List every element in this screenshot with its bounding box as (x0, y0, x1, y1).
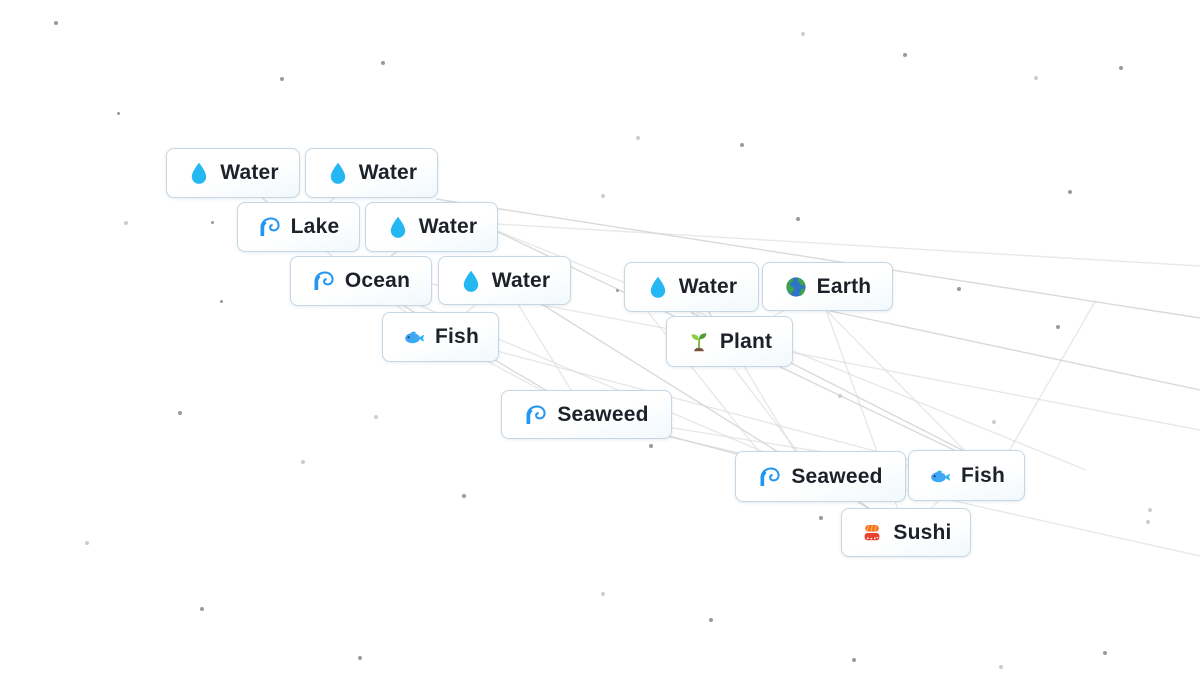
background-dot (957, 287, 961, 291)
fish-icon (928, 464, 952, 488)
droplet-icon (459, 269, 483, 293)
tile-label: Water (491, 268, 551, 292)
tile-label: Plant (719, 329, 773, 353)
background-dot (374, 415, 378, 419)
tile-label: Seaweed (557, 402, 649, 426)
tile-water-1[interactable]: Water (166, 148, 300, 198)
background-dot (280, 77, 284, 81)
tile-plant[interactable]: Plant (666, 316, 793, 367)
tile-label: Water (678, 275, 738, 298)
tile-label: Ocean (344, 269, 411, 292)
background-dot (358, 656, 362, 660)
background-dot (219, 299, 223, 303)
connection-line (825, 309, 967, 453)
background-dot (1148, 508, 1152, 512)
tile-water-5[interactable]: Water (624, 262, 759, 312)
tile-label: Fish (435, 325, 479, 348)
tile-lake[interactable]: Lake (237, 202, 360, 252)
droplet-icon (646, 275, 670, 299)
background-dot (819, 516, 823, 520)
background-dot (1056, 325, 1060, 329)
tile-seaweed-2[interactable]: Seaweed (735, 451, 906, 502)
background-dot (992, 420, 996, 424)
connection-line (497, 223, 1200, 267)
background-dot (838, 394, 842, 398)
wave-icon (258, 215, 282, 239)
tile-label: Earth (816, 274, 872, 298)
background-dot (601, 194, 605, 198)
tile-earth[interactable]: Earth (762, 262, 893, 311)
tile-seaweed-1[interactable]: Seaweed (501, 390, 672, 439)
background-dot (178, 411, 182, 415)
tile-label: Water (358, 161, 418, 184)
background-dot (999, 665, 1003, 669)
background-dot (649, 444, 653, 448)
tile-water-2[interactable]: Water (305, 148, 438, 198)
tile-fish-2[interactable]: Fish (908, 450, 1025, 501)
tile-label: Sushi (893, 520, 952, 544)
background-dot (85, 541, 89, 545)
background-dot (740, 143, 744, 147)
tile-label: Water (418, 215, 478, 238)
droplet-icon (386, 215, 410, 239)
seedling-icon (687, 330, 711, 354)
sushi-icon (860, 521, 884, 545)
background-dot (210, 220, 214, 224)
tile-water-4[interactable]: Water (438, 256, 571, 305)
background-dot (709, 618, 713, 622)
background-dot (116, 111, 120, 115)
wave-icon (758, 465, 782, 489)
background-dot (54, 21, 58, 25)
background-dot (796, 217, 800, 221)
tile-label: Lake (290, 215, 340, 238)
background-dot (462, 494, 466, 498)
tile-ocean[interactable]: Ocean (290, 256, 432, 306)
background-dot (852, 658, 856, 662)
earth-icon (784, 275, 808, 299)
tile-label: Fish (961, 463, 1005, 487)
tile-label: Seaweed (791, 464, 883, 488)
background-dot (1119, 66, 1123, 70)
tile-water-3[interactable]: Water (365, 202, 498, 252)
background-dot (381, 61, 385, 65)
wave-icon (312, 269, 336, 293)
background-dot (124, 221, 128, 225)
background-dot (200, 607, 204, 611)
background-dot (601, 592, 605, 596)
background-dot (1068, 190, 1072, 194)
background-dot (1146, 520, 1150, 524)
background-dot (301, 460, 305, 464)
background-dot (903, 53, 907, 57)
droplet-icon (326, 161, 350, 185)
tile-label: Water (220, 161, 279, 184)
wave-icon (524, 403, 548, 427)
tile-sushi[interactable]: Sushi (841, 508, 971, 557)
background-dot (636, 136, 640, 140)
background-dot (615, 288, 619, 292)
connection-line (825, 309, 1200, 391)
background-dot (801, 32, 805, 36)
background-dot (1103, 651, 1107, 655)
tile-fish-1[interactable]: Fish (382, 312, 499, 362)
droplet-icon (187, 161, 211, 185)
fish-icon (402, 325, 426, 349)
background-dot (1034, 76, 1038, 80)
connection-line (1007, 299, 1097, 454)
